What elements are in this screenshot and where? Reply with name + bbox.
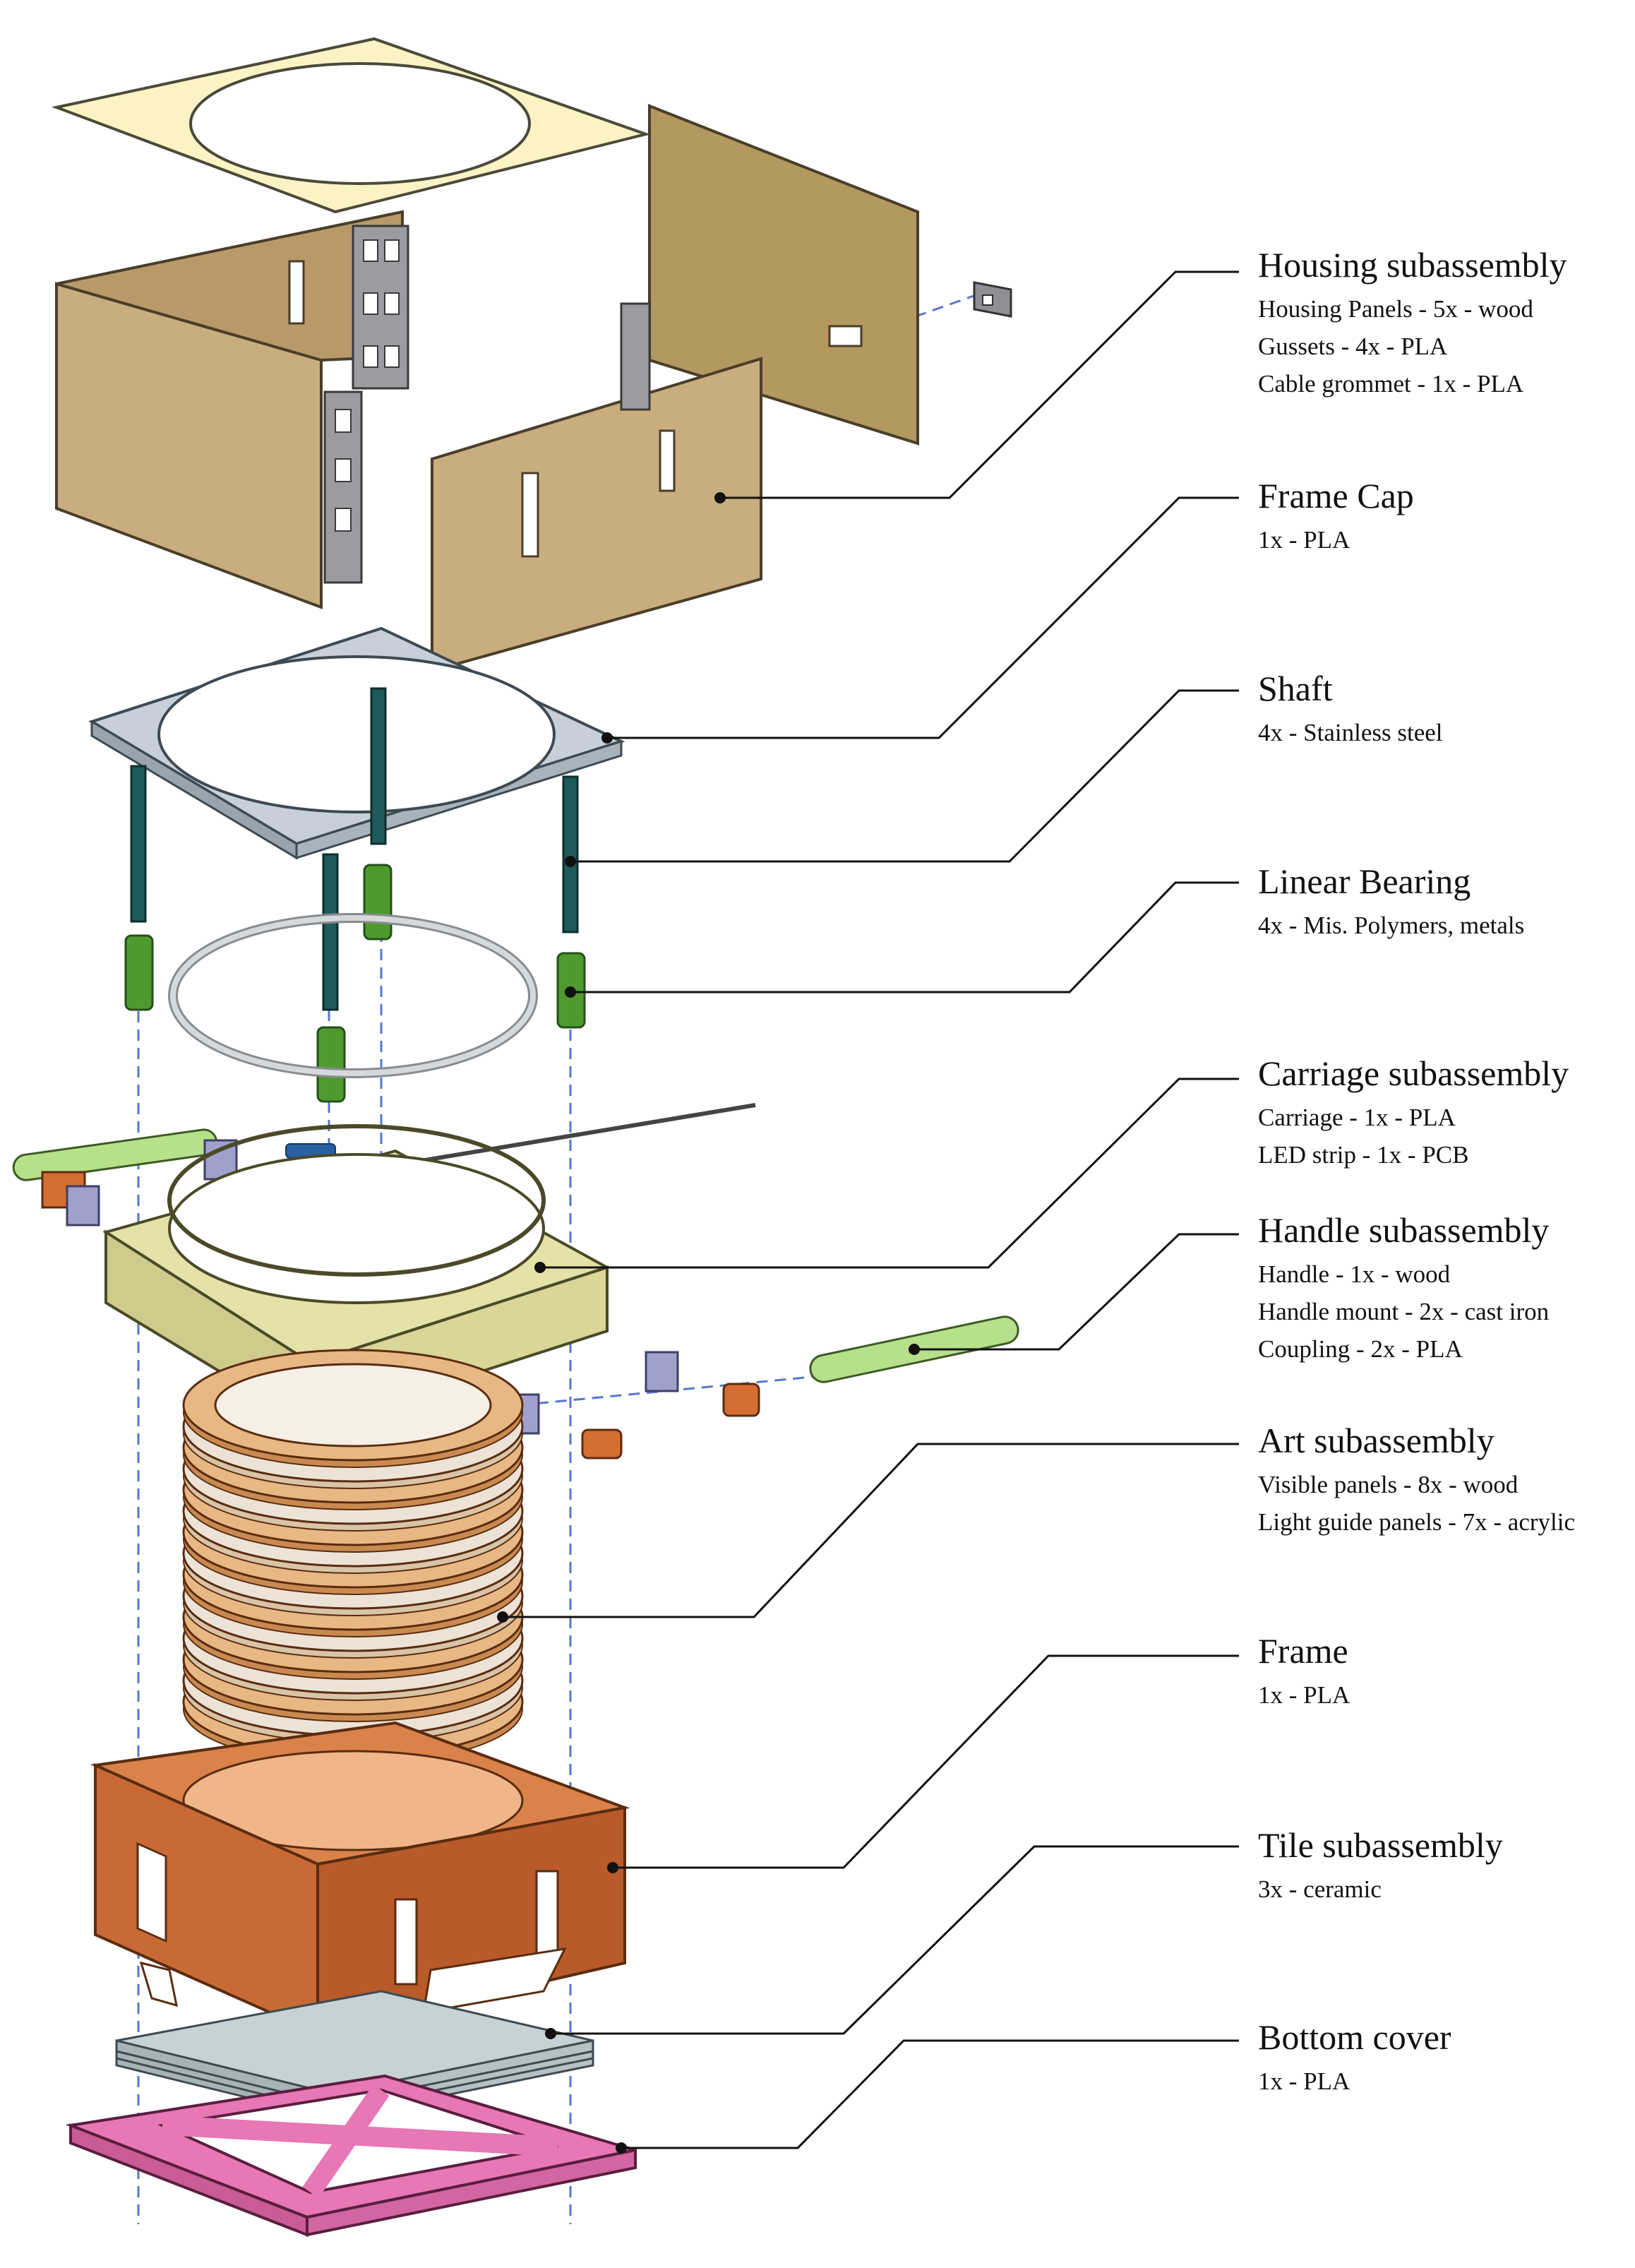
leader-line (914, 1233, 1239, 1351)
bottom-cover (65, 2074, 637, 2237)
housing-slot (521, 472, 539, 558)
housing-slot (659, 429, 676, 492)
label-housing: Housing subassembly Housing Panels - 5x … (1258, 244, 1625, 402)
label-title: Tile subassembly (1258, 1825, 1503, 1865)
label-title: Carriage subassembly (1258, 1054, 1569, 1093)
housing-slot (288, 260, 305, 325)
art-subassembly (182, 1349, 524, 1765)
label-title: Handle subassembly (1258, 1210, 1550, 1250)
shaft (130, 765, 147, 923)
shafts (130, 687, 579, 1011)
art-panel-opening (214, 1363, 492, 1448)
housing-front-panel (431, 357, 762, 673)
label-line: Cable grommet - 1x - PLA (1258, 370, 1524, 398)
gusset (323, 225, 651, 584)
led-strip (168, 913, 756, 1174)
cable-grommet (973, 281, 1012, 318)
label-line: LED strip - 1x - PCB (1258, 1141, 1469, 1169)
label-title: Shaft (1258, 669, 1333, 708)
coupling (581, 1428, 623, 1460)
label-tile: Tile subassembly 3x - ceramic (1258, 1824, 1625, 1908)
label-bottom-cover: Bottom cover 1x - PLA (1258, 2016, 1625, 2100)
leader-dot (601, 732, 613, 744)
gusset-holes (335, 239, 400, 532)
handle-mount (645, 1351, 679, 1392)
frame (90, 1721, 630, 2036)
label-line: 4x - Stainless steel (1258, 719, 1443, 746)
leader-line (540, 1078, 1239, 1269)
linear-bearing (316, 1026, 346, 1103)
label-line: 1x - PLA (1258, 2067, 1350, 2095)
label-carriage: Carriage subassembly Carriage - 1x - PLA… (1258, 1052, 1625, 1174)
label-title: Housing subassembly (1258, 245, 1567, 285)
leader-line (570, 881, 1239, 993)
leader-line (613, 1654, 1239, 1869)
shaft (562, 775, 579, 933)
leader-dot (607, 1862, 618, 1873)
label-line: Carriage - 1x - PLA (1258, 1104, 1456, 1131)
label-line: 1x - PLA (1258, 526, 1350, 554)
label-line: Visible panels - 8x - wood (1258, 1471, 1519, 1498)
frame-cap (88, 626, 625, 860)
leader-dot (565, 986, 576, 998)
label-line: Light guide panels - 7x - acrylic (1258, 1508, 1576, 1536)
linear-bearing (363, 864, 393, 941)
label-line: Coupling - 2x - PLA (1258, 1335, 1463, 1363)
housing-subassembly (51, 37, 1012, 673)
linear-bearing (124, 934, 154, 1011)
leader-dot (497, 1611, 508, 1623)
label-line: Handle mount - 2x - cast iron (1258, 1298, 1550, 1325)
label-line: 3x - ceramic (1258, 1875, 1382, 1903)
label-frame-cap: Frame Cap 1x - PLA (1258, 475, 1625, 559)
leader-dot (616, 2142, 627, 2154)
leader-line (551, 1845, 1239, 2035)
leader-dot (565, 856, 576, 867)
label-title: Frame Cap (1258, 476, 1414, 515)
leader-line (570, 689, 1239, 863)
leader-dot (909, 1344, 920, 1355)
label-title: Art subassembly (1258, 1421, 1495, 1460)
leader-dot (714, 492, 726, 503)
leader-lines (497, 270, 1239, 2154)
label-line: 4x - Mis. Polymers, metals (1258, 912, 1525, 939)
shaft (370, 687, 387, 845)
label-linear-bearing: Linear Bearing 4x - Mis. Polymers, metal… (1258, 860, 1625, 944)
label-line: Gussets - 4x - PLA (1258, 333, 1448, 360)
linear-bearings (124, 864, 586, 1103)
label-title: Bottom cover (1258, 2017, 1451, 2057)
shaft (322, 853, 339, 1011)
label-line: Housing Panels - 5x - wood (1258, 295, 1533, 323)
leader-line (621, 2039, 1239, 2149)
label-frame: Frame 1x - PLA (1258, 1630, 1625, 1714)
coupling (722, 1383, 760, 1417)
leader-dot (545, 2028, 556, 2039)
label-art: Art subassembly Visible panels - 8x - wo… (1258, 1419, 1625, 1541)
label-title: Linear Bearing (1258, 861, 1471, 901)
housing-slot (828, 325, 863, 347)
label-line: 1x - PLA (1258, 1681, 1350, 1709)
leader-line (503, 1443, 1239, 1618)
label-title: Frame (1258, 1631, 1348, 1671)
label-shaft: Shaft 4x - Stainless steel (1258, 667, 1625, 751)
leader-line (720, 270, 1239, 499)
label-handle: Handle subassembly Handle - 1x - wood Ha… (1258, 1209, 1625, 1368)
leader-dot (534, 1262, 546, 1273)
leader-line (607, 496, 1239, 739)
label-line: Handle - 1x - wood (1258, 1260, 1451, 1288)
housing-right-panel (648, 104, 919, 446)
housing-top-opening (189, 62, 531, 185)
